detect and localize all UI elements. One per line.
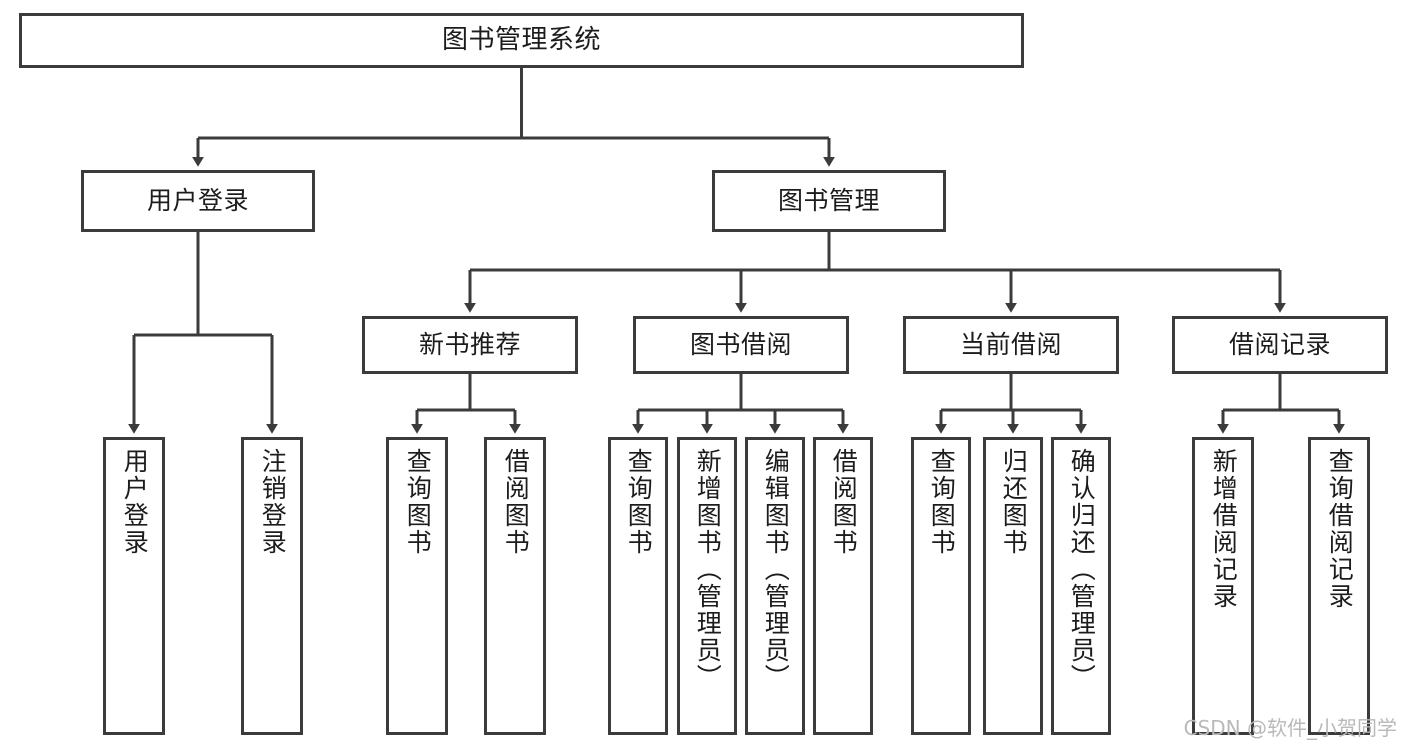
leaf-user-login[interactable]: 用户登录 [103,437,165,735]
leaf-confirm-return-admin[interactable]: 确认归还（管理员） [1051,437,1111,735]
node-book-management-label: 图书管理 [777,186,880,216]
node-book-borrow-label: 图书借阅 [689,330,792,360]
leaf-return-book[interactable]: 归还图书 [983,437,1043,735]
leaf-borrow-book-recommend[interactable]: 借阅图书 [484,437,546,735]
leaf-borrow-book-label: 借阅图书 [829,448,859,556]
node-borrow-records-label: 借阅记录 [1228,330,1331,360]
leaf-add-borrow-record-label: 新增借阅记录 [1209,448,1239,610]
node-root[interactable]: 图书管理系统 [19,13,1024,68]
leaf-borrow-book[interactable]: 借阅图书 [813,437,873,735]
leaf-query-book-current[interactable]: 查询图书 [911,437,971,735]
leaf-query-borrow-record[interactable]: 查询借阅记录 [1308,437,1370,735]
node-user-login-label: 用户登录 [146,186,249,216]
node-current-borrow[interactable]: 当前借阅 [903,316,1119,374]
leaf-borrow-book-recommend-label: 借阅图书 [501,448,531,556]
leaf-add-book-admin-label: 新增图书（管理员） [693,448,723,691]
node-new-book-recommend-label: 新书推荐 [418,330,521,360]
leaf-confirm-return-admin-label: 确认归还（管理员） [1067,448,1097,691]
leaf-edit-book-admin[interactable]: 编辑图书（管理员） [745,437,805,735]
node-book-management[interactable]: 图书管理 [712,170,946,232]
node-new-book-recommend[interactable]: 新书推荐 [362,316,578,374]
node-book-borrow[interactable]: 图书借阅 [633,316,849,374]
node-current-borrow-label: 当前借阅 [959,330,1062,360]
node-user-login[interactable]: 用户登录 [81,170,315,232]
leaf-user-login-label: 用户登录 [120,448,150,556]
leaf-query-book-recommend-label: 查询图书 [403,448,433,556]
leaf-query-book-recommend[interactable]: 查询图书 [386,437,448,735]
leaf-edit-book-admin-label: 编辑图书（管理员） [761,448,791,691]
leaf-query-book-borrow[interactable]: 查询图书 [608,437,668,735]
leaf-logout-label: 注销登录 [258,448,288,556]
leaf-add-book-admin[interactable]: 新增图书（管理员） [677,437,737,735]
watermark: CSDN @软件_小贺同学 [1183,716,1397,740]
node-root-label: 图书管理系统 [441,25,601,56]
leaf-query-borrow-record-label: 查询借阅记录 [1325,448,1355,610]
leaf-query-book-current-label: 查询图书 [927,448,957,556]
node-borrow-records[interactable]: 借阅记录 [1172,316,1388,374]
leaf-query-book-borrow-label: 查询图书 [624,448,654,556]
leaf-return-book-label: 归还图书 [999,448,1029,556]
leaf-add-borrow-record[interactable]: 新增借阅记录 [1192,437,1254,735]
leaf-logout[interactable]: 注销登录 [241,437,303,735]
